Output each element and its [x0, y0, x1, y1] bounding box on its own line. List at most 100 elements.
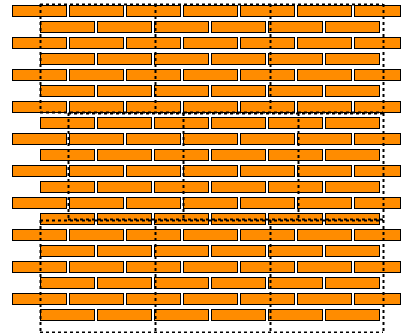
brick — [212, 182, 266, 193]
brick — [355, 38, 401, 49]
brick — [184, 166, 238, 177]
brick — [241, 102, 295, 113]
brick — [298, 134, 352, 145]
brick — [326, 150, 380, 161]
brick — [70, 262, 124, 273]
brick — [269, 22, 323, 33]
brick — [269, 278, 323, 289]
brick — [41, 86, 95, 97]
brick — [70, 230, 124, 241]
brick — [155, 278, 209, 289]
brick — [127, 134, 181, 145]
brick — [155, 54, 209, 65]
brick — [41, 310, 95, 321]
brick — [241, 294, 295, 305]
brick — [127, 102, 181, 113]
brick — [355, 6, 401, 17]
brick — [212, 246, 266, 257]
brick — [355, 198, 401, 209]
brick — [326, 310, 380, 321]
brick — [98, 86, 152, 97]
brick — [127, 70, 181, 81]
brick — [269, 86, 323, 97]
brick — [298, 166, 352, 177]
brick — [155, 118, 209, 129]
brick — [269, 118, 323, 129]
brick — [184, 6, 238, 17]
brick — [298, 294, 352, 305]
brick — [298, 198, 352, 209]
brick — [326, 182, 380, 193]
brick — [70, 294, 124, 305]
brick — [269, 310, 323, 321]
brick — [127, 38, 181, 49]
brick — [241, 134, 295, 145]
brick — [155, 246, 209, 257]
brick — [241, 6, 295, 17]
brick — [98, 54, 152, 65]
brick — [13, 198, 67, 209]
brick — [70, 70, 124, 81]
brick — [212, 310, 266, 321]
brick — [269, 182, 323, 193]
brick — [241, 262, 295, 273]
brick — [70, 6, 124, 17]
brick — [127, 230, 181, 241]
brick — [326, 118, 380, 129]
brick — [269, 246, 323, 257]
brick — [70, 38, 124, 49]
brick — [212, 150, 266, 161]
brick — [155, 310, 209, 321]
brick — [355, 70, 401, 81]
brick — [298, 70, 352, 81]
brick — [98, 150, 152, 161]
brick — [13, 134, 67, 145]
brick — [212, 22, 266, 33]
brick — [155, 182, 209, 193]
brick — [127, 294, 181, 305]
brick — [70, 102, 124, 113]
brick — [298, 262, 352, 273]
brick — [98, 246, 152, 257]
brick — [184, 102, 238, 113]
brick — [41, 246, 95, 257]
brick — [184, 262, 238, 273]
brick — [127, 166, 181, 177]
brick — [326, 22, 380, 33]
brick — [241, 166, 295, 177]
brick — [155, 86, 209, 97]
brick — [241, 38, 295, 49]
brick — [355, 294, 401, 305]
brick — [355, 230, 401, 241]
brick — [13, 166, 67, 177]
brick — [41, 54, 95, 65]
brick — [212, 118, 266, 129]
brick — [241, 70, 295, 81]
brick — [98, 182, 152, 193]
brick — [98, 310, 152, 321]
brick — [70, 166, 124, 177]
brick — [355, 134, 401, 145]
brick — [184, 294, 238, 305]
brick — [127, 262, 181, 273]
brick — [298, 6, 352, 17]
brick — [212, 86, 266, 97]
brick — [212, 278, 266, 289]
brick — [41, 22, 95, 33]
brick — [326, 246, 380, 257]
brick — [355, 262, 401, 273]
brick — [184, 134, 238, 145]
brick — [70, 198, 124, 209]
brick — [155, 22, 209, 33]
brick — [269, 54, 323, 65]
brick — [326, 54, 380, 65]
brick — [269, 150, 323, 161]
brick — [41, 278, 95, 289]
brick — [127, 198, 181, 209]
brick — [184, 198, 238, 209]
brick — [184, 38, 238, 49]
brick — [298, 102, 352, 113]
brick — [70, 134, 124, 145]
